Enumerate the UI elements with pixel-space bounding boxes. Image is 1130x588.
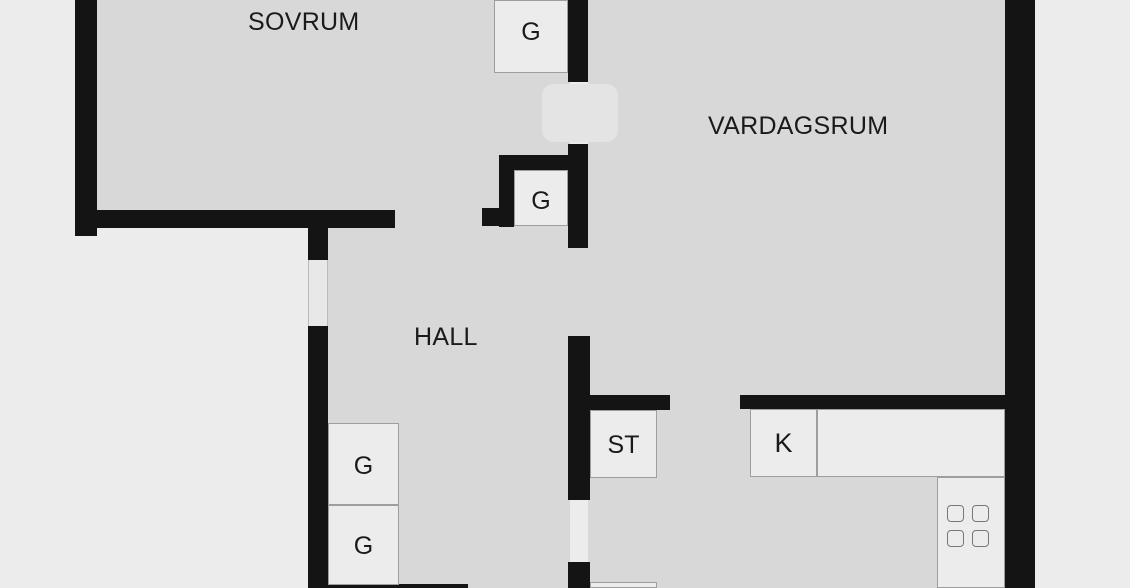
burner-icon xyxy=(972,505,989,522)
room-label-vardagsrum: VARDAGSRUM xyxy=(708,112,889,140)
burner-icon xyxy=(947,530,964,547)
hall-window xyxy=(308,260,328,326)
hall-left-wall-upper xyxy=(308,228,328,260)
room-label-hall: HALL xyxy=(414,323,478,351)
room-label-sovrum: SOVRUM xyxy=(248,8,360,36)
kitchen-label: K xyxy=(774,428,793,458)
wardrobe-mid-label: G xyxy=(531,187,551,215)
doorway-floor xyxy=(568,248,590,338)
storage-top-wall xyxy=(568,395,670,410)
burner-icon xyxy=(947,505,964,522)
hall-left-wall-lower xyxy=(308,326,328,588)
right-wall xyxy=(1005,0,1035,588)
sovrum-left-wall xyxy=(75,0,97,236)
stove-icon xyxy=(947,505,993,551)
storage: ST xyxy=(590,410,657,478)
kitchen-top-wall xyxy=(740,395,1005,409)
wardrobe-mid: G xyxy=(514,170,568,226)
wardrobe-hall-2-label: G xyxy=(353,532,374,560)
center-doorway xyxy=(542,84,618,142)
center-wall-top xyxy=(568,0,588,82)
wardrobe-top-label: G xyxy=(521,18,541,46)
bathroom-fixture xyxy=(590,582,657,588)
kitchen-cabinet: K xyxy=(750,409,817,477)
wardrobe-hall-1-label: G xyxy=(353,452,374,480)
kitchen-counter xyxy=(817,409,1005,477)
closet-wall-top xyxy=(499,155,568,170)
wardrobe-hall-2: G xyxy=(328,505,399,585)
closet-wall-bottom xyxy=(482,208,514,226)
stove xyxy=(937,477,1005,588)
center-wall-lower xyxy=(568,336,590,500)
wardrobe-hall-1: G xyxy=(328,423,399,505)
hall-bottom-wall xyxy=(328,584,468,588)
vardagsrum-floor xyxy=(588,0,1005,395)
sovrum-bottom-wall xyxy=(75,210,395,228)
center-wall-bottom xyxy=(568,562,590,588)
sovrum-floor xyxy=(97,0,570,210)
burner-icon xyxy=(972,530,989,547)
center-wall-middle xyxy=(568,144,588,248)
storage-label: ST xyxy=(607,431,640,459)
wardrobe-top: G xyxy=(494,0,568,73)
